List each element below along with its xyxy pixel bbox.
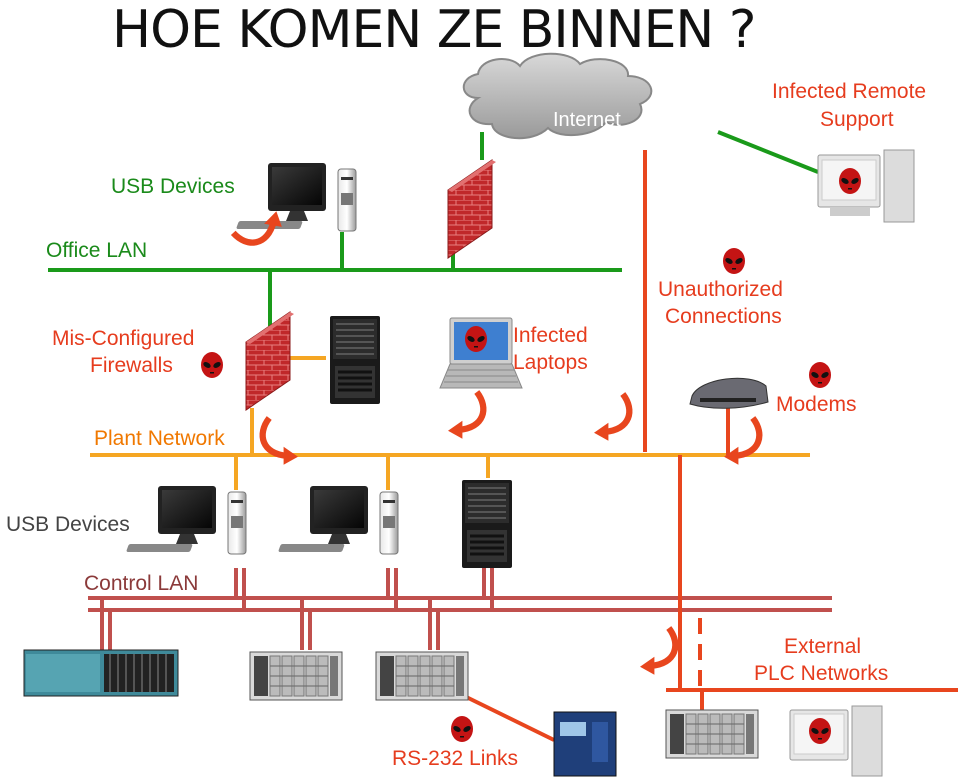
rs232-links-label: RS-232 Links [392, 747, 519, 770]
modem-icon [689, 377, 769, 409]
plc-rack-icon [249, 651, 343, 701]
internet-label: Internet [553, 109, 621, 131]
infected-laptops-label-2: Laptops [513, 351, 588, 374]
plant-network-label: Plant Network [94, 427, 225, 450]
firewall-icon [447, 159, 496, 259]
misconfigured-label-1: Mis-Configured [52, 327, 195, 350]
computer-icon [125, 485, 247, 555]
curved-arrow-icon [263, 418, 298, 465]
plc-rack-icon [23, 649, 179, 697]
server-icon [460, 478, 514, 570]
alien-threat-icon [809, 718, 831, 744]
control-lan-line [88, 568, 832, 650]
cloud-icon [462, 52, 653, 140]
page-title: HOE KOMEN ZE BINNEN ? [112, 0, 756, 60]
alien-threat-icon [809, 362, 831, 388]
curved-arrow-icon [594, 394, 629, 441]
external-plc-label-2: PLC Networks [754, 662, 889, 685]
computer-icon [277, 485, 399, 555]
alien-threat-icon [723, 248, 745, 274]
plc-rack-icon [665, 709, 759, 759]
usb-devices-top-label: USB Devices [111, 175, 235, 198]
usb-devices-bottom-label: USB Devices [6, 513, 130, 536]
infected-remote-support-label-2: Support [820, 108, 894, 131]
computer-icon [235, 162, 357, 232]
alien-threat-icon [839, 168, 861, 194]
alien-threat-icon [451, 716, 473, 742]
infected-laptops-label-1: Infected [513, 324, 588, 347]
infected-remote-support-label-1: Infected Remote [772, 80, 927, 103]
curved-arrow-icon [448, 392, 483, 439]
office-lan-line [48, 130, 819, 326]
plant-network-line [90, 356, 810, 490]
unauthorized-label-2: Connections [665, 305, 782, 328]
alien-threat-icon [201, 352, 223, 378]
office-lan-label: Office LAN [46, 239, 148, 262]
server-icon [328, 314, 382, 406]
computer-icon [789, 705, 883, 777]
external-plc-label-1: External [784, 635, 862, 658]
threat-paths [451, 150, 958, 742]
control-lan-label: Control LAN [84, 572, 199, 595]
relay-device-icon [553, 711, 617, 777]
firewall-icon [245, 311, 294, 411]
misconfigured-label-2: Firewalls [90, 354, 173, 377]
modems-label: Modems [776, 393, 857, 416]
plc-rack-icon [375, 651, 469, 701]
unauthorized-label-1: Unauthorized [658, 278, 783, 301]
alien-threat-icon [465, 326, 487, 352]
curved-arrow-icon [640, 628, 675, 675]
computer-icon [817, 149, 915, 223]
